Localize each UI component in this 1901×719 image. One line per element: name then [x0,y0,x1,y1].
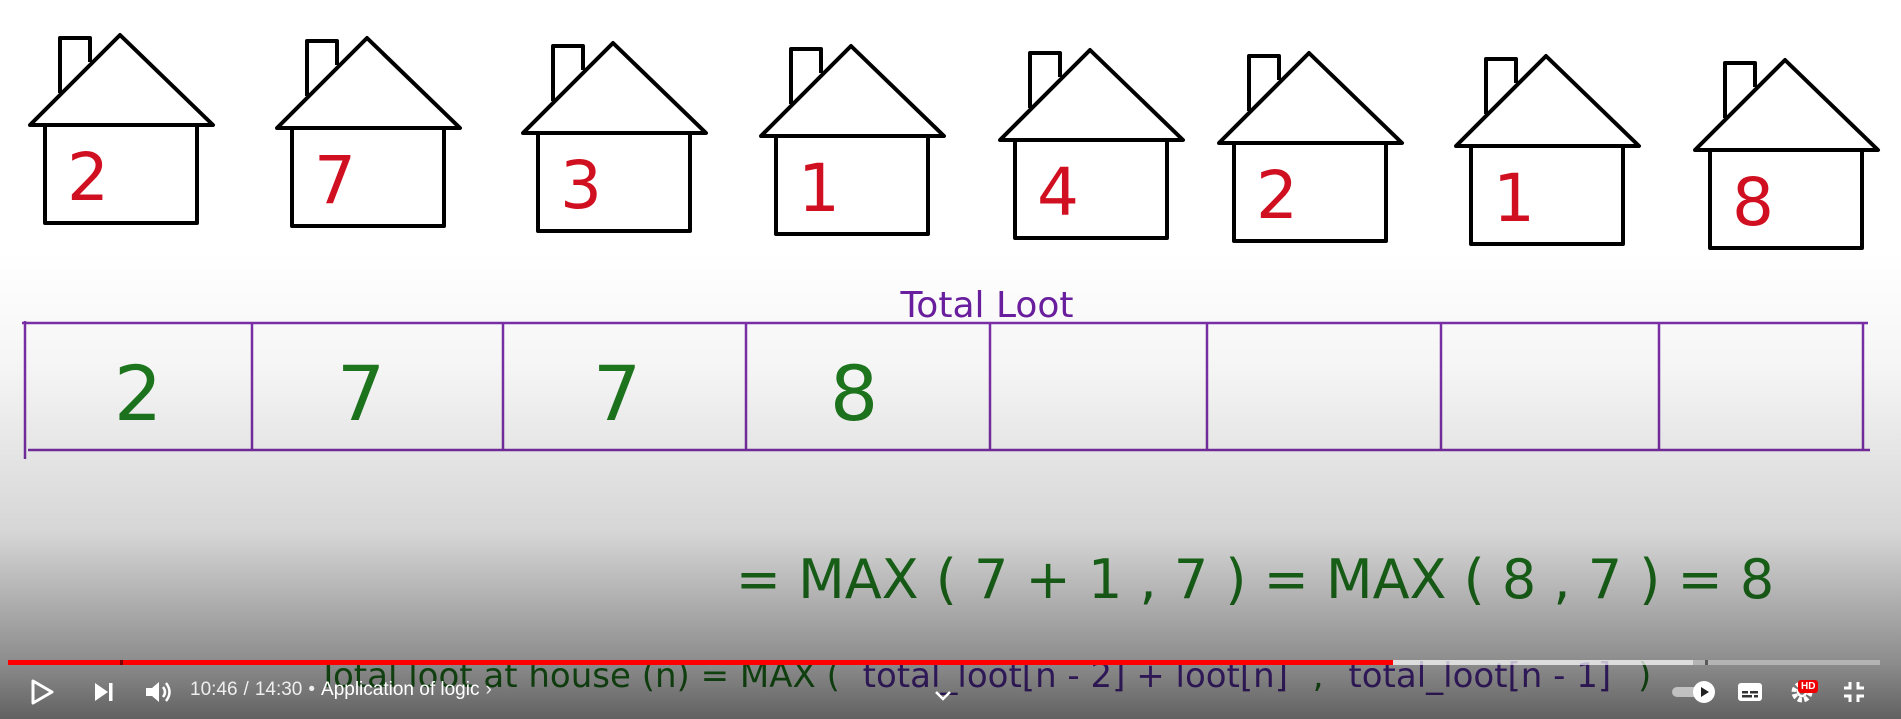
house-chimney [1247,54,1281,111]
table-title: Total Loot [899,285,1073,326]
progress-bar[interactable] [8,660,1880,665]
house-roof [521,41,708,135]
exit-fullscreen-button[interactable] [1834,672,1874,712]
house-roof [1454,54,1641,148]
house-body [1232,141,1388,243]
house: 1 [1454,54,1641,246]
house-chimney [1028,51,1062,108]
house: 1 [759,44,946,236]
exit-fullscreen-icon [1844,682,1864,702]
houses-row: 2 7 3 1 4 2 1 8 [28,33,1880,250]
play-icon [31,679,54,705]
house-chimney [58,36,92,93]
house: 7 [275,36,462,228]
current-time: 10:46 [190,679,238,700]
house-roof [275,36,462,130]
house-chimney [1484,57,1518,114]
house-loot-value: 2 [67,139,109,216]
house-loot-value: 4 [1037,154,1079,231]
total-loot-cell: 2 [114,349,162,438]
house-loot-value: 7 [314,142,356,219]
house: 2 [1217,51,1404,243]
chapter-marker [1705,660,1708,665]
total-loot-cell: 7 [337,349,385,438]
house-body [43,123,199,225]
house-chimney [305,39,339,96]
house-body [536,131,692,233]
volume-icon [146,682,171,702]
chapter-title[interactable]: Application of logic [321,679,480,700]
next-button[interactable] [84,672,124,712]
house-loot-value: 1 [798,150,840,227]
subtitles-button[interactable] [1730,672,1770,712]
house: 8 [1693,58,1880,250]
volume-button[interactable] [138,672,178,712]
house-chimney [551,44,585,101]
house: 3 [521,41,708,233]
time-separator: / [243,679,249,700]
house-body [1013,138,1169,240]
house-body [290,126,446,228]
house: 2 [28,33,215,225]
house-body [1708,148,1864,250]
house-chimney [789,47,823,104]
hd-badge: HD [1798,680,1819,693]
autoplay-toggle[interactable] [1668,672,1720,712]
play-button[interactable] [22,672,62,712]
house-roof [1217,51,1404,145]
total-loot-cell: 7 [593,349,641,438]
house-body [1469,144,1625,246]
autoplay-toggle-icon [1672,681,1715,703]
house-chimney [1723,61,1757,118]
chevron-down-icon [935,691,951,701]
house-roof [759,44,946,138]
house-roof [1693,58,1880,152]
max-equation: = MAX ( 7 + 1 , 7 ) = MAX ( 8 , 7 ) = 8 [736,548,1775,611]
house-loot-value: 2 [1256,157,1298,234]
house: 4 [998,48,1185,240]
house-loot-value: 3 [560,147,602,224]
next-icon [95,683,113,701]
house-loot-value: 8 [1732,164,1774,241]
progress-played [8,660,1394,665]
house-roof [998,48,1185,142]
chapter-chevron-icon[interactable]: › [485,679,492,700]
duration: 14:30 [254,679,303,700]
subtitles-icon [1738,683,1762,701]
total-loot-cell: 8 [830,349,878,438]
house-roof [28,33,215,127]
chapter-marker [120,660,123,665]
loot-table [22,321,1870,459]
chevron-down-button[interactable] [928,676,958,716]
house-body [774,134,930,236]
time-display: 10:46/14:30•Application of logic› [190,679,492,700]
house-loot-value: 1 [1493,160,1535,237]
